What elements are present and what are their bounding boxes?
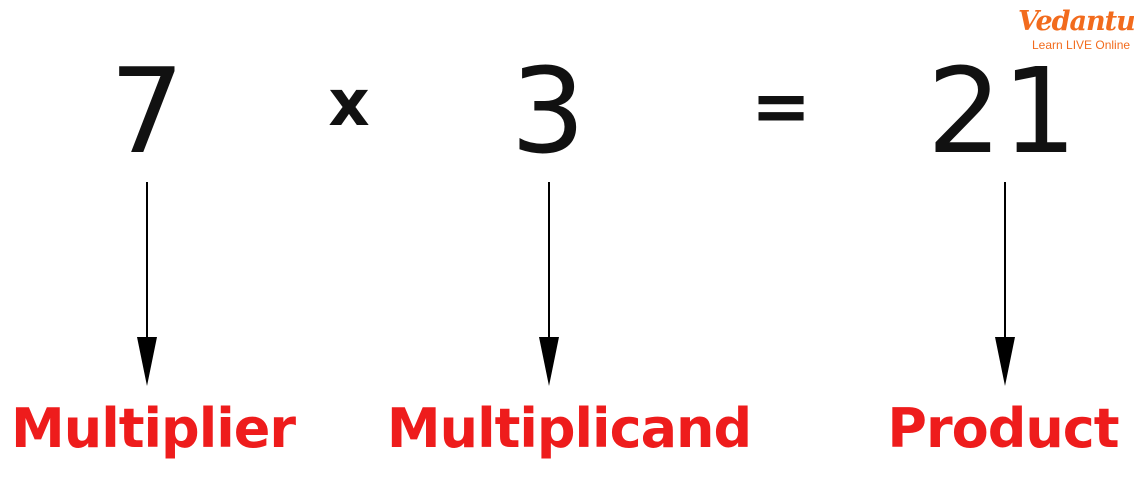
product-arrow [995, 182, 1015, 386]
logo-tagline: Learn LIVE Online [1032, 38, 1131, 52]
multiplier-arrow [137, 182, 157, 386]
multiplier-number: 7 [109, 42, 185, 180]
multiplicand-number: 3 [510, 42, 586, 180]
product-number: 21 [926, 42, 1078, 180]
multiplicand-arrow [539, 182, 559, 386]
vedantu-logo: Vedantu Learn LIVE Online [1018, 8, 1134, 58]
logo-wordmark: Vedantu [1018, 6, 1134, 37]
equals-sign: = [750, 64, 812, 148]
multiplier-label: Multiplier [11, 397, 296, 460]
multiplicand-label: Multiplicand [386, 397, 752, 460]
times-sign: x [328, 67, 370, 141]
product-label: Product [887, 397, 1119, 460]
